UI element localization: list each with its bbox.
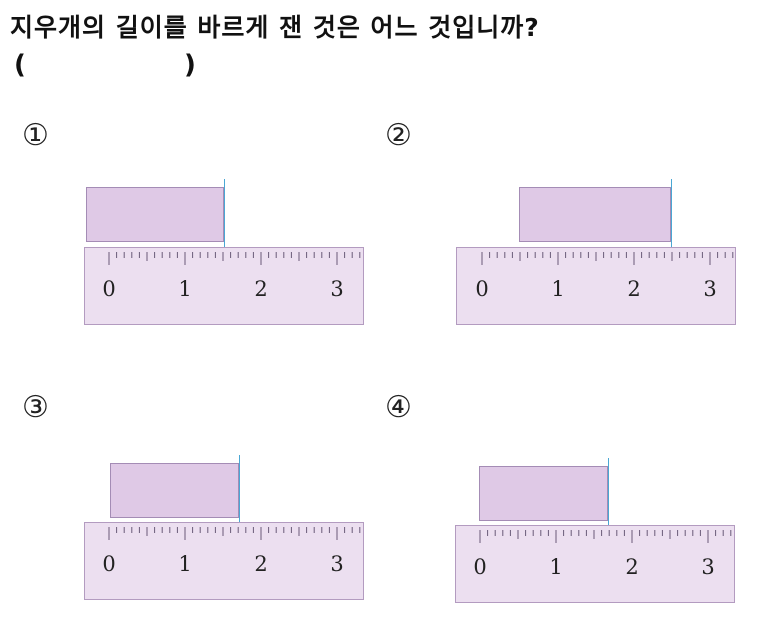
ruler-label: 1 [178,552,191,576]
eraser [479,466,608,521]
option-2-number[interactable]: ② [385,118,412,153]
ruler-label: 1 [549,555,562,579]
eraser-end-line [224,179,225,249]
eraser-end-line [671,179,672,249]
ruler-scale: 0 1 2 3 [473,530,732,579]
ruler-label: 0 [102,552,115,576]
ruler-label: 3 [701,555,714,579]
blank-open-paren: ( [14,50,26,80]
blank-close-paren: ) [184,50,196,80]
eraser [110,463,239,518]
ruler-label: 1 [551,277,564,301]
ruler-label: 0 [102,277,115,301]
ruler: 0 1 2 3 [84,247,364,325]
ruler-label: 2 [254,277,267,301]
ruler-scale: 0 1 2 3 [102,252,361,301]
eraser-end-line [608,458,609,527]
ruler-label: 2 [627,277,640,301]
option-3-number[interactable]: ③ [22,390,49,425]
ruler-label: 3 [703,277,716,301]
ruler-label: 0 [473,555,486,579]
option-1-number[interactable]: ① [22,118,49,153]
ruler-label: 1 [178,277,191,301]
answer-blank[interactable]: ( ) [14,50,196,80]
ruler-label: 0 [475,277,488,301]
eraser [86,187,224,242]
ruler-label: 2 [254,552,267,576]
ruler-scale: 0 1 2 3 [102,527,361,576]
ruler-scale: 0 1 2 3 [475,252,734,301]
ruler: 0 1 2 3 [84,522,364,600]
ruler: 0 1 2 3 [456,247,736,325]
ruler-label: 3 [330,277,343,301]
eraser [519,187,671,242]
ruler-label: 2 [625,555,638,579]
eraser-end-line [239,455,240,524]
ruler: 0 1 2 3 [455,525,735,603]
option-4-number[interactable]: ④ [385,390,412,425]
question-title: 지우개의 길이를 바르게 잰 것은 어느 것입니까? [10,13,540,42]
ruler-label: 3 [330,552,343,576]
